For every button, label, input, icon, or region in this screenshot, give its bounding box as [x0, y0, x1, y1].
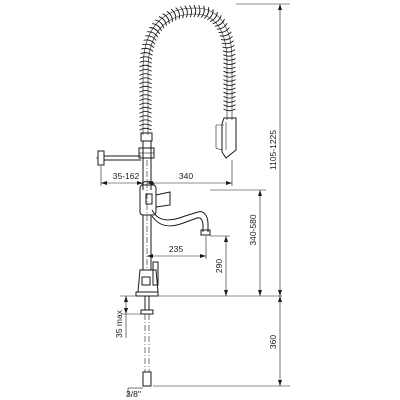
coil-turn — [139, 94, 152, 97]
coil-turn — [139, 77, 152, 80]
coil-turn — [197, 5, 201, 18]
coil-turn — [139, 102, 152, 106]
coil-turn — [143, 39, 156, 45]
coil-turn — [212, 15, 222, 25]
coil-turn — [141, 47, 154, 52]
coil-turn — [223, 70, 236, 74]
dim-thread-label: 3/8" — [126, 389, 141, 399]
spring-coil — [139, 4, 236, 131]
coil-turn — [222, 49, 236, 53]
dim-mount-max: 35 max — [114, 296, 141, 338]
dim-lower-height: 290 — [210, 235, 230, 296]
coil-turn — [140, 52, 153, 56]
coil-turn — [179, 6, 184, 19]
coil-turn — [223, 83, 236, 86]
coil-turn — [139, 98, 152, 101]
coil-turn — [189, 4, 192, 18]
coil-turn — [139, 56, 153, 60]
dim-spout-height: 340-580 — [210, 189, 266, 296]
dim-spout-reach-label: 235 — [169, 244, 183, 254]
dim-lower-height-label: 290 — [214, 259, 224, 273]
dim-mount-max-label: 35 max — [114, 309, 124, 338]
coil-turn — [200, 5, 205, 18]
coil-turn — [142, 43, 155, 49]
coil-turn — [139, 60, 152, 64]
coil-turn — [193, 4, 197, 18]
coil-turn — [158, 16, 167, 26]
coil-turn — [223, 53, 236, 57]
coil-turn — [184, 5, 188, 18]
spray-head — [215, 117, 237, 159]
coil-turn — [155, 19, 165, 29]
coil-turn — [222, 44, 235, 49]
supply-hose — [142, 314, 152, 387]
coil-turn — [139, 111, 152, 114]
coil-turn — [149, 27, 160, 35]
dim-total-height-label: 1105-1225 — [268, 130, 278, 170]
coil-turn — [139, 106, 152, 110]
coil-turn — [219, 31, 232, 37]
coil-turn — [166, 10, 173, 22]
coil-turn — [223, 62, 236, 65]
coil-turn — [152, 23, 163, 32]
coil-turn — [223, 100, 236, 103]
coil-turn — [139, 127, 152, 131]
coil-turn — [223, 79, 236, 82]
coil-turn — [223, 87, 236, 91]
base-valve — [135, 261, 159, 315]
coil-turn — [223, 66, 236, 70]
coil-turn — [218, 27, 230, 33]
dim-spout-height-label: 340-580 — [248, 214, 258, 245]
coil-turn — [139, 123, 152, 127]
swivel-spout — [151, 209, 211, 236]
dim-below-counter: 360 — [153, 296, 290, 387]
dim-side-reach-label: 35-162 — [113, 171, 140, 181]
coil-turn — [223, 96, 236, 99]
dim-side-reach: 35-162 — [100, 166, 143, 186]
coil-turn — [139, 69, 152, 72]
coil-turn — [139, 115, 152, 118]
coil-turn — [223, 75, 236, 78]
coil-turn — [223, 91, 236, 95]
mixer-body — [139, 180, 171, 216]
coil-turn — [139, 90, 152, 93]
coil-turn — [223, 58, 236, 61]
coil-turn — [214, 18, 225, 27]
hose-inner-line-2 — [147, 13, 228, 135]
coil-turn — [139, 85, 152, 89]
coil-turn — [162, 13, 170, 24]
lower-column — [142, 215, 152, 270]
coil-turn — [207, 9, 214, 21]
dim-thread: 3/8" — [126, 387, 143, 399]
coil-turn — [139, 64, 152, 68]
coil-turn — [221, 40, 234, 45]
dim-outer-reach: 340 — [147, 160, 233, 186]
coil-turn — [175, 7, 180, 20]
coil-turn — [147, 31, 159, 38]
coil-turn — [223, 108, 236, 112]
dim-below-counter-label: 360 — [268, 335, 278, 349]
coil-turn — [220, 35, 233, 41]
dim-outer-reach-label: 340 — [179, 171, 193, 181]
dim-total-height: 1105-1225 — [236, 3, 290, 296]
coil-turn — [216, 22, 228, 30]
coil-turn — [145, 35, 157, 41]
coil-turn — [170, 8, 177, 21]
coil-turn — [139, 119, 152, 122]
wall-bracket — [96, 150, 141, 166]
coil-turn — [204, 7, 210, 19]
coil-turn — [209, 11, 218, 23]
coil-turn — [223, 104, 236, 107]
coil-turn — [139, 73, 152, 76]
hose-inner-line — [142, 7, 233, 135]
dim-spout-reach: 235 — [147, 236, 207, 259]
coil-turn — [139, 81, 152, 85]
